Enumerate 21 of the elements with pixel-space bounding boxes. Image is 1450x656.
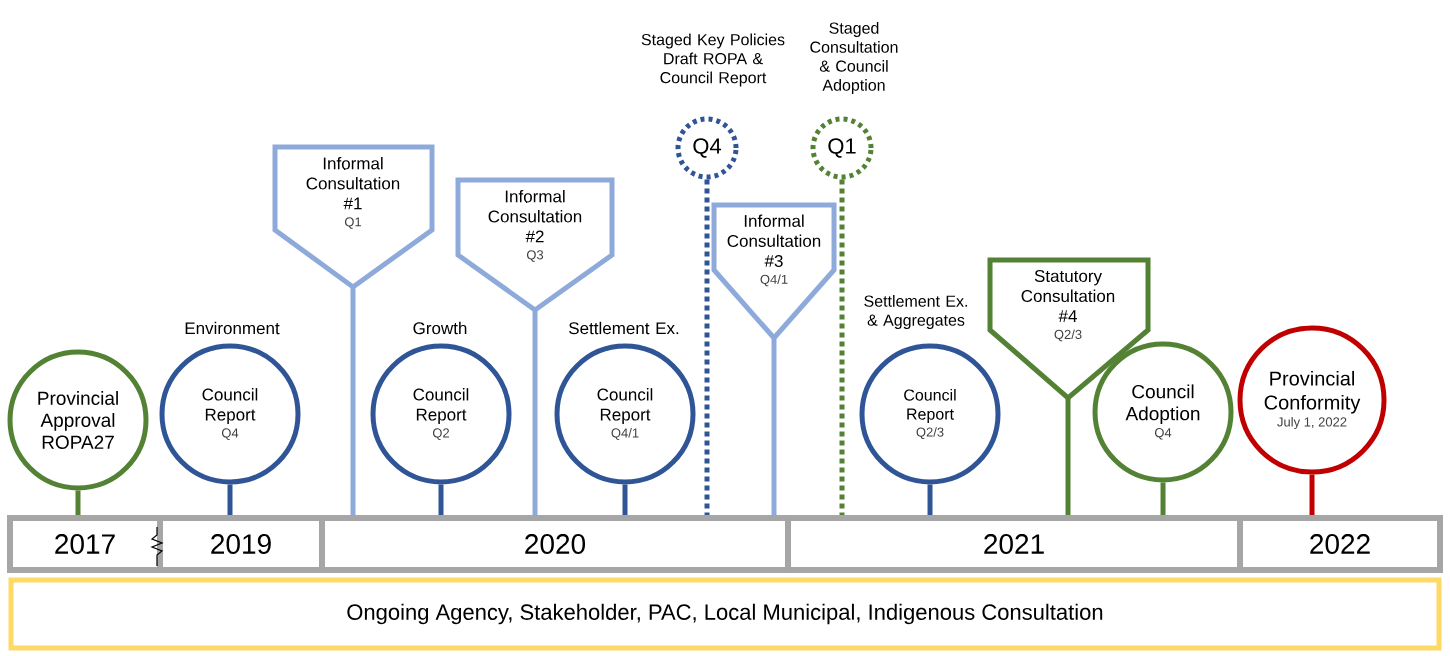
stem-line <box>704 179 710 515</box>
stem-line <box>75 490 81 515</box>
stem-line <box>1065 398 1071 515</box>
stem-line <box>1309 474 1315 515</box>
stem-line <box>1160 482 1166 515</box>
marker-heading: Growth <box>413 321 467 335</box>
consultation-band: Ongoing Agency, Stakeholder, PAC, Local Municipal, Indigenous Consultation <box>8 577 1442 651</box>
stem-line <box>350 287 356 515</box>
marker-heading: Settlement Ex. & Aggregates <box>864 295 967 329</box>
stem-line <box>622 484 628 515</box>
stem-line <box>227 484 233 515</box>
stem-line <box>438 484 444 515</box>
marker-heading: Staged Key Policies Draft ROPA & Council Report <box>641 33 785 87</box>
stem-line <box>927 484 933 515</box>
stem-line <box>771 337 777 515</box>
marker-heading: Settlement Ex. <box>569 321 679 335</box>
stem-line <box>839 179 845 515</box>
stem-line <box>532 310 538 515</box>
marker-heading: Environment <box>185 321 280 335</box>
year-cell: 2017 <box>7 515 163 573</box>
marker-heading: Staged Consultation & Council Adoption <box>810 22 898 94</box>
